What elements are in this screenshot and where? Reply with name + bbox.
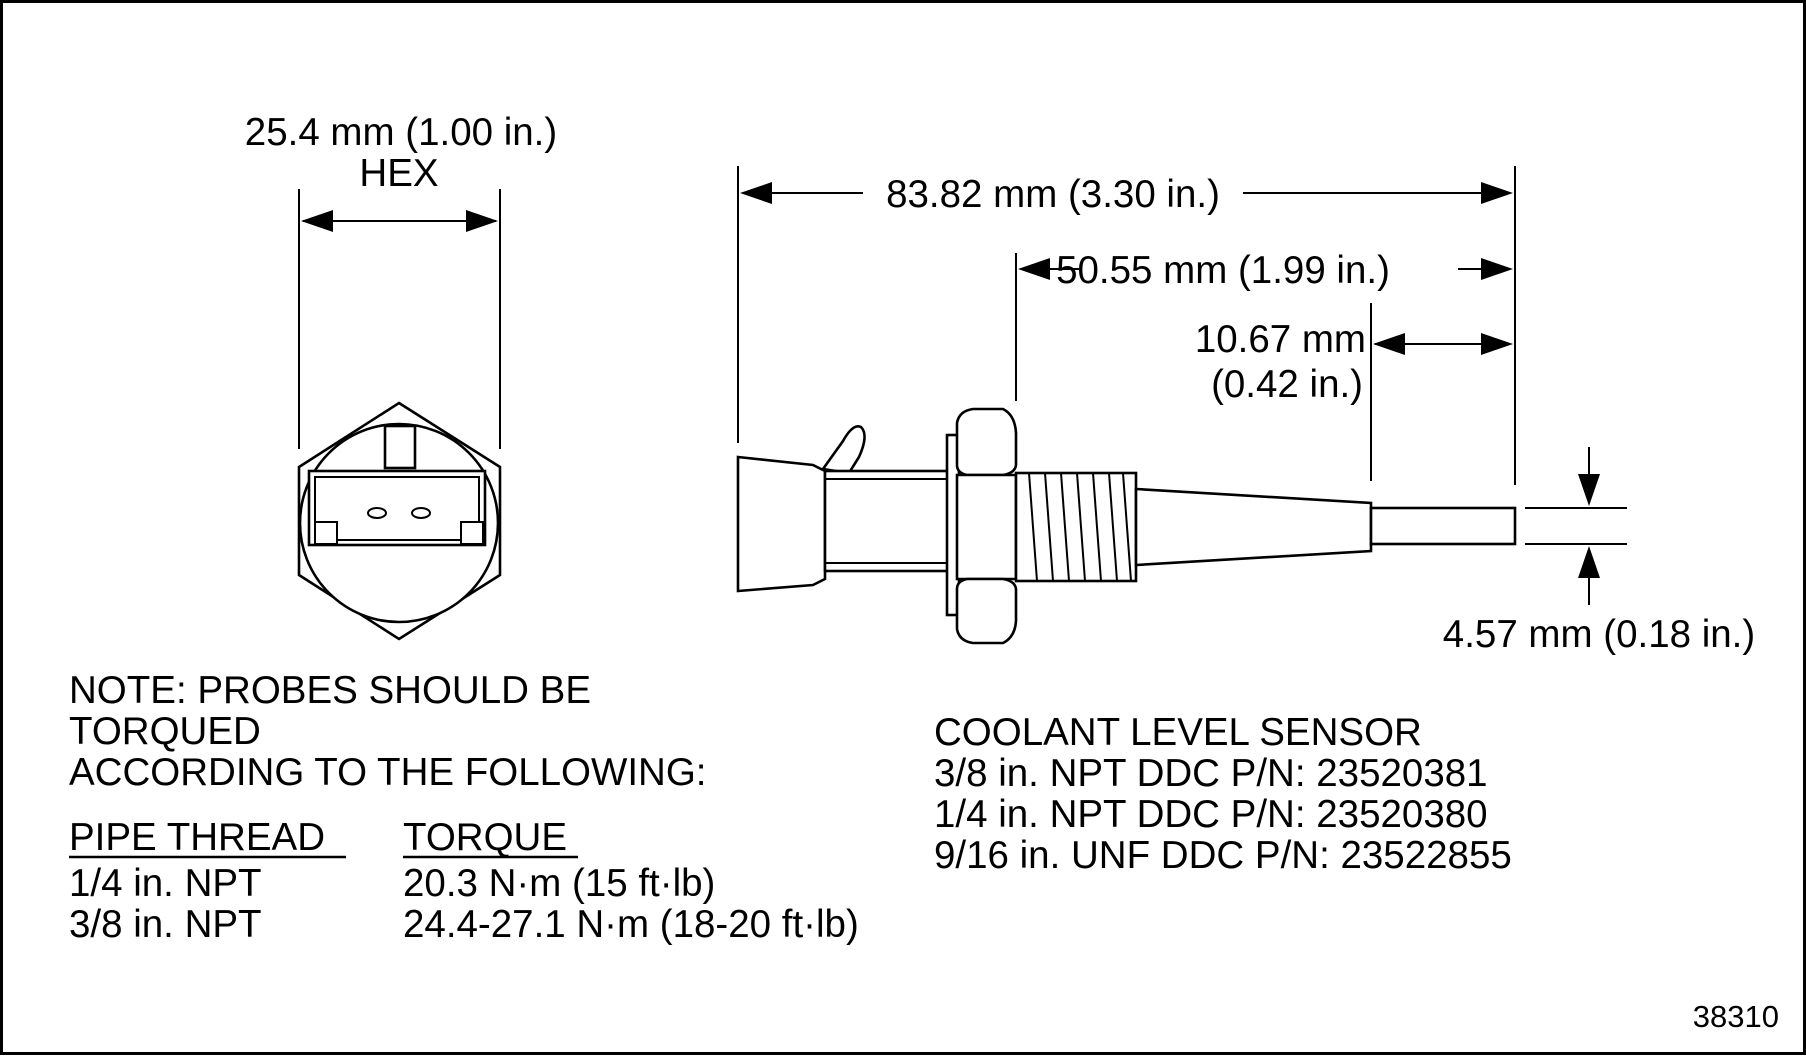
hex-tip-arrow-right xyxy=(1481,258,1513,280)
note-line-3: ACCORDING TO THE FOLLOWING: xyxy=(69,751,706,794)
thread-lines xyxy=(1028,472,1132,582)
probe-length-label-in: (0.42 in.) xyxy=(1211,363,1363,406)
overall-length-label: 83.82 mm (3.30 in.) xyxy=(886,173,1220,216)
table-row-1-thread: 1/4 in. NPT xyxy=(69,862,262,905)
tapered-shank xyxy=(1134,487,1373,567)
hex-arrow-right xyxy=(466,210,498,232)
table-header-torque: TORQUE xyxy=(403,816,567,859)
socket-corner-left xyxy=(314,521,338,545)
hex-dimension-label: 25.4 mm (1.00 in.) xyxy=(245,111,557,154)
part-number-2: 1/4 in. NPT DDC P/N: 23520380 xyxy=(934,793,1488,836)
probe-length-label-mm: 10.67 mm xyxy=(1195,318,1366,361)
note-line-2: TORQUED xyxy=(69,710,261,753)
socket-corner-right xyxy=(460,521,484,545)
hex-to-tip-label: 50.55 mm (1.99 in.) xyxy=(1056,249,1390,292)
table-header-pipe-thread: PIPE THREAD xyxy=(69,816,325,859)
note-line-1: NOTE: PROBES SHOULD BE xyxy=(69,669,591,712)
hex-label: HEX xyxy=(359,152,438,195)
sensor-part-info: COOLANT LEVEL SENSOR 3/8 in. NPT DDC P/N… xyxy=(934,711,1512,877)
probe-dia-arrow-bottom xyxy=(1578,546,1600,578)
table-row-2-torque: 24.4-27.1 N·m (18-20 ft·lb) xyxy=(403,903,859,946)
hex-arrow-left xyxy=(301,210,333,232)
overall-arrow-left xyxy=(740,182,772,204)
connector-latch xyxy=(820,425,866,475)
overall-arrow-right xyxy=(1481,182,1513,204)
hex-end-view: 25.4 mm (1.00 in.) HEX xyxy=(245,111,557,641)
hex-flat-middle xyxy=(955,473,1018,581)
pin-left xyxy=(367,507,387,519)
connector-key xyxy=(383,424,417,470)
probe-tip xyxy=(1369,506,1517,546)
connector-shell xyxy=(736,455,827,593)
diagram-canvas: 25.4 mm (1.00 in.) HEX 83.82 xyxy=(69,111,1779,1034)
sensor-title: COOLANT LEVEL SENSOR xyxy=(934,711,1422,754)
sensor-side-view: 83.82 mm (3.30 in.) 50.55 mm (1.99 in.) … xyxy=(736,166,1755,656)
figure-number: 38310 xyxy=(1693,999,1779,1034)
hex-flat-top xyxy=(955,407,1018,477)
torque-note: NOTE: PROBES SHOULD BE TORQUED ACCORDING… xyxy=(69,669,859,946)
part-number-1: 3/8 in. NPT DDC P/N: 23520381 xyxy=(934,752,1488,795)
connector-socket-inner xyxy=(314,476,480,541)
hex-flat-bottom xyxy=(955,577,1018,645)
connector-body xyxy=(823,469,951,573)
probe-dia-arrow-top xyxy=(1578,474,1600,506)
probe-diameter-label: 4.57 mm (0.18 in.) xyxy=(1443,613,1755,656)
pin-right xyxy=(411,507,431,519)
hex-tip-arrow-left xyxy=(1018,258,1050,280)
table-row-2-thread: 3/8 in. NPT xyxy=(69,903,262,946)
probe-length-arrow-right xyxy=(1481,333,1513,355)
table-row-1-torque: 20.3 N·m (15 ft·lb) xyxy=(403,862,715,905)
probe-length-arrow-left xyxy=(1373,333,1405,355)
part-number-3: 9/16 in. UNF DDC P/N: 23522855 xyxy=(934,834,1512,877)
